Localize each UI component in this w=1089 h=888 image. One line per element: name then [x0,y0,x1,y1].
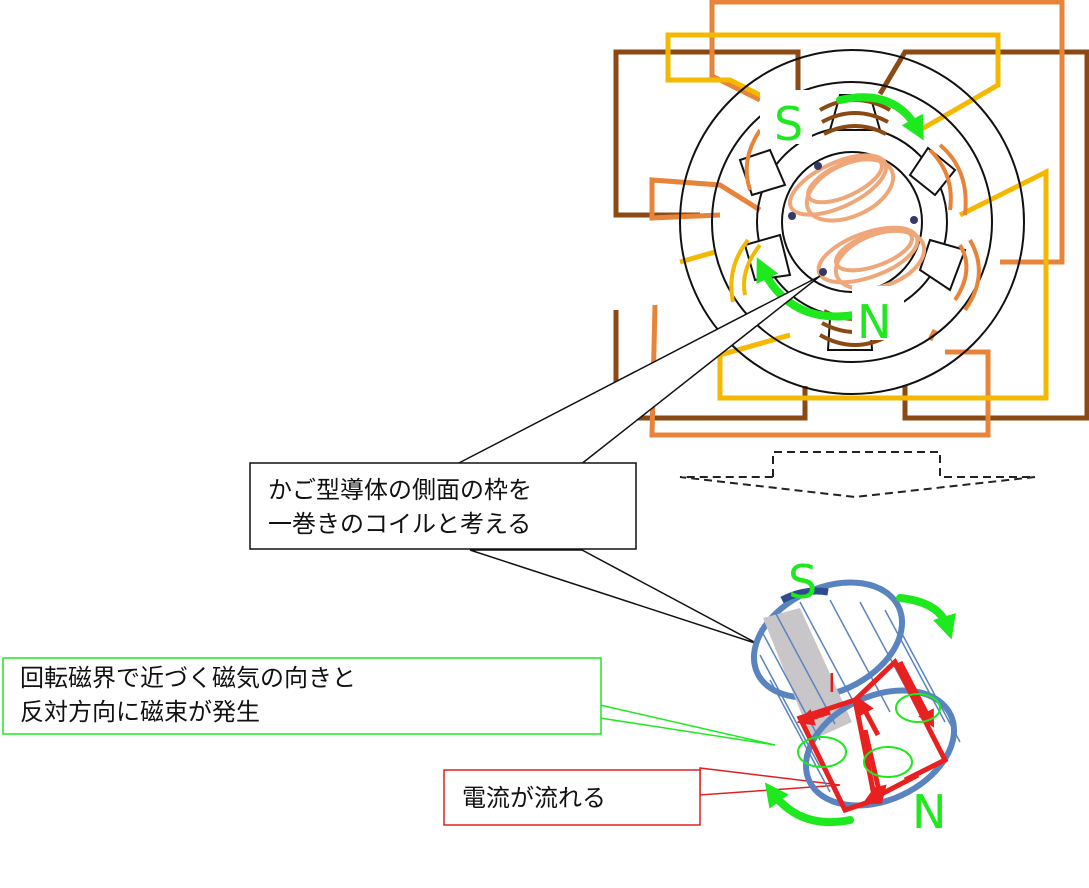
cage-callout-line-2: 一巻きのコイルと考える [268,510,532,538]
rotor-dots [788,162,918,276]
flux-callout-box [2,657,602,735]
current-callout-text: 電流が流れる [462,784,606,812]
flux-callout-line-1: 回転磁界で近づく磁気の向きと [20,664,356,692]
brown-winding [613,49,1089,421]
current-loops [796,657,949,814]
top-n-label-bg [852,286,904,340]
yellow-winding [665,32,1049,401]
bottom-s-pole-label: S [788,555,817,609]
flux-loops [797,693,941,778]
rotor-coils [787,153,927,292]
bottom-n-pole-label: N [912,785,946,839]
top-n-pole-label: N [857,295,891,349]
cage-callout-line-1: かご型導体の側面の枠を [268,476,532,504]
transition-arrow [679,451,1036,499]
current-callout-box [443,769,701,826]
flux-callout-line-2: 反対方向に磁束が発生 [20,698,260,726]
top-s-pole-label: S [774,97,803,151]
cage-rotor: I S N [750,555,961,839]
rotation-arrows-top [756,93,924,321]
cage-callout-box [249,462,637,550]
top-s-label-bg [760,90,812,144]
rotation-arrows-bottom [764,594,956,827]
top-motor: S N [613,0,1089,438]
flux-callout-pointers [599,704,776,746]
cage-callout-pointers [454,275,821,645]
current-symbol: I [828,669,836,699]
rear-ring-highlight [780,587,829,604]
